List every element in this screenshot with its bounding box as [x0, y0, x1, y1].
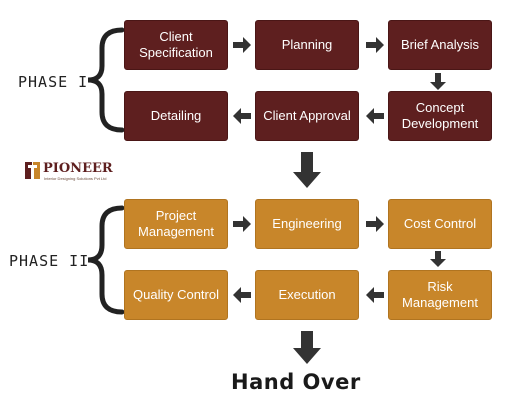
arrow-down-large [293, 152, 321, 188]
arrow-right [233, 216, 251, 232]
arrow-right [366, 216, 384, 232]
phase1-label: PHASE I [18, 73, 89, 91]
arrow-down [430, 251, 446, 267]
brief-analysis-box: Brief Analysis [388, 20, 492, 70]
client-approval-box: Client Approval [255, 91, 359, 141]
project-management-box: Project Management [124, 199, 228, 249]
pioneer-logo-tagline: Interior Designing Solutions Pvt Ltd [44, 176, 107, 181]
arrow-left [233, 108, 251, 124]
concept-development-box: Concept Development [388, 91, 492, 141]
engineering-box: Engineering [255, 199, 359, 249]
arrow-down-large [293, 331, 321, 364]
execution-box: Execution [255, 270, 359, 320]
arrow-right [366, 37, 384, 53]
phase1-bracket [87, 27, 125, 133]
phase2-bracket [87, 205, 125, 315]
phase2-label: PHASE II [9, 252, 90, 270]
cost-control-box: Cost Control [388, 199, 492, 249]
risk-management-box: Risk Management [388, 270, 492, 320]
hand-over-title: Hand Over [231, 370, 361, 394]
arrow-left [233, 287, 251, 303]
arrow-right [233, 37, 251, 53]
pioneer-logo-icon [25, 162, 40, 179]
detailing-box: Detailing [124, 91, 228, 141]
arrow-left [366, 287, 384, 303]
arrow-left [366, 108, 384, 124]
pioneer-logo-name: PIONEER [43, 161, 113, 176]
planning-box: Planning [255, 20, 359, 70]
arrow-down [430, 73, 446, 90]
client-specification-box: Client Specification [124, 20, 228, 70]
quality-control-box: Quality Control [124, 270, 228, 320]
